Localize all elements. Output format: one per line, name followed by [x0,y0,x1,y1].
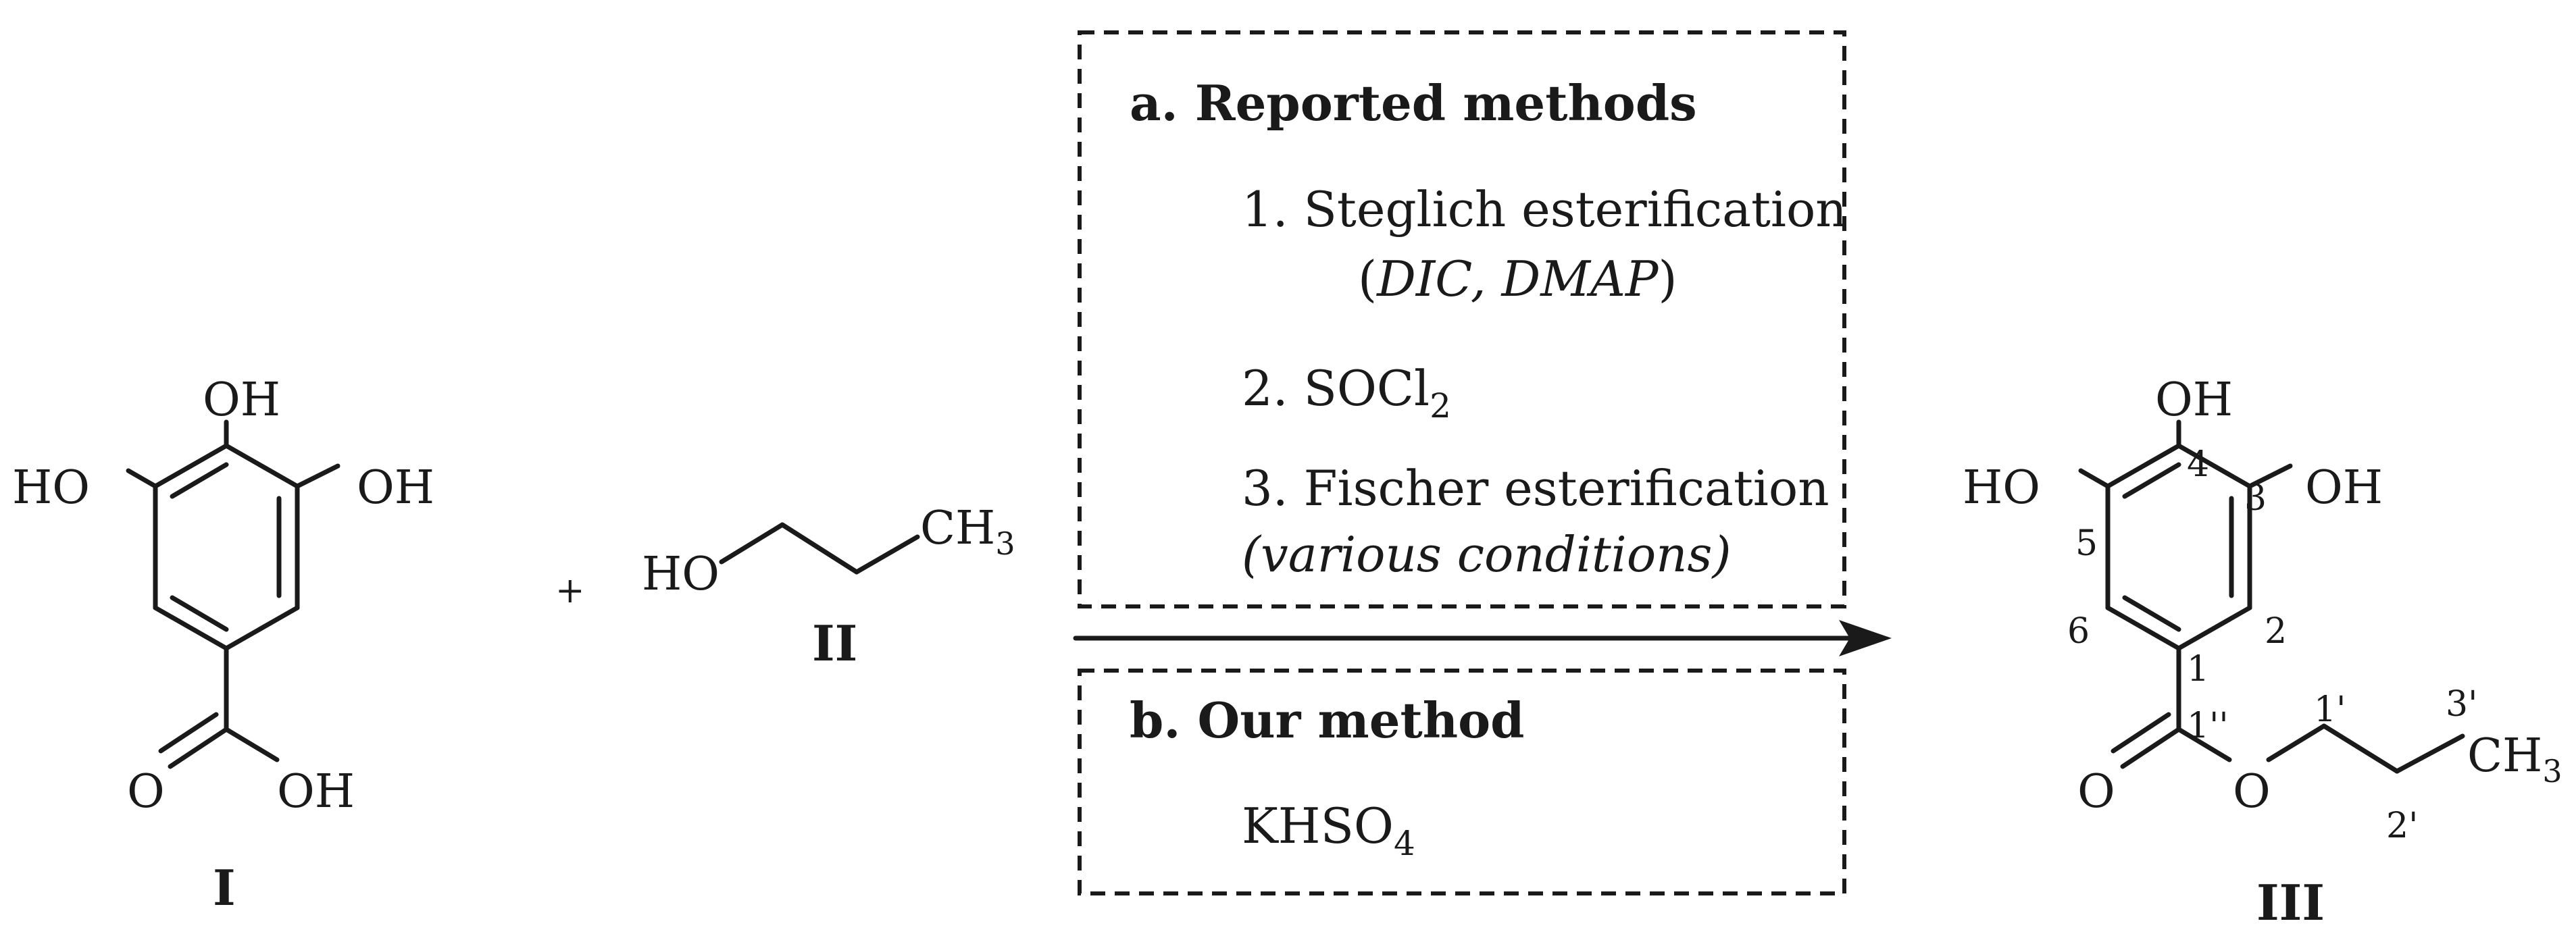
ring-bond [2176,605,2252,651]
compound-i: OH HO OH O OH I [12,373,434,916]
compound-iii: OH HO OH O O CH3 4 3 5 6 2 1 1'' 1' 2' 3… [1963,373,2562,931]
label-ester-o: O [2233,765,2271,818]
label-ch3: CH3 [920,502,1015,562]
bond-c1p-c2p [2321,723,2400,774]
label-ho-left: HO [1963,461,2040,515]
atom-number-1: 1 [2187,649,2209,690]
atom-number-4: 4 [2187,444,2209,485]
bond-c-oh [224,727,280,762]
bond-c-o-double-2 [2111,712,2171,754]
ring-bond [153,443,229,489]
bond-oh-right [2247,463,2293,489]
khso-subscript: 4 [1394,824,1415,863]
double-bond-inner [2122,462,2181,499]
ch-text: CH [920,502,995,555]
compound-ii-label: II [812,615,857,672]
atom-number-6: 6 [2067,611,2090,652]
method-3-line-1: 3. Fischer esterification [1242,460,1829,517]
bond-ho-left [126,468,158,489]
label-oh-top: OH [2155,373,2233,427]
ch-subscript: 3 [2542,753,2562,789]
m2-subscript: 2 [1430,386,1451,425]
double-bond-inner [170,462,229,499]
bond-o-c1p [2266,723,2327,762]
method-1-line-1: 1. Steglich esterification [1242,181,1847,238]
atom-number-3p: 3' [2446,684,2477,725]
our-method-reagent: KHSO4 [1242,798,1415,863]
bond-c2p-c3p [2394,733,2465,774]
our-method-box [1078,669,1846,895]
m2-main: 2. SOCl [1242,360,1430,417]
ch-subscript: 3 [995,525,1015,562]
atom-number-5: 5 [2075,523,2098,564]
label-oh-top: OH [203,373,280,427]
m1-open-paren: ( [1358,251,1377,307]
m1-close-paren: ) [1658,251,1677,307]
ch-text: CH [2467,729,2542,783]
label-oh-right: OH [2305,461,2383,515]
reported-methods-title: a. Reported methods [1130,74,1697,132]
bond-c1-c2 [780,522,859,575]
bond-oh-right [295,463,340,489]
label-carbonyl-o: O [127,765,165,818]
plus-sign: + [555,571,585,611]
method-2: 2. SOCl2 [1242,360,1451,425]
method-3-line-2: (various conditions) [1242,526,1732,583]
double-bond-inner [2122,595,2181,632]
ring-bond [2105,443,2181,489]
bond-c-o-double-1 [2120,727,2181,769]
label-oh-right: OH [357,461,434,515]
atom-number-2p: 2' [2386,806,2418,846]
ring-bond [2176,443,2252,489]
atom-number-1pp: 1'' [2187,706,2229,746]
label-carbonyl-o: O [2077,765,2115,818]
ring-bond [224,443,300,489]
method-1-line-2: (DIC, DMAP) [1358,251,1677,307]
atom-number-3: 3 [2244,478,2267,519]
ring-bond [224,605,300,651]
bond-c2-c3 [854,534,920,575]
label-acid-oh: OH [277,765,355,818]
m1-reagents: DIC, DMAP [1375,251,1659,307]
label-ho-left: HO [12,461,90,515]
atom-number-2: 2 [2265,611,2287,652]
khso-main: KHSO [1242,798,1394,854]
ring-bond [153,605,229,651]
reaction-arrow-head [1839,620,1892,656]
bond-ho-left [2078,468,2111,489]
bond-c-o-double-1 [168,727,229,769]
reported-methods-box [1078,30,1846,608]
bond-c-o-ester [2176,727,2232,762]
bond-c-o-double-2 [158,712,219,754]
compound-ii: HO CH3 II [642,502,1015,672]
label-ch3: CH3 [2467,729,2562,789]
ring-bond [2105,605,2181,651]
label-ho: HO [642,548,719,601]
bond-o-c1 [719,522,785,565]
our-method-title: b. Our method [1130,692,1525,749]
compound-iii-label: III [2256,874,2325,931]
compound-i-label: I [213,859,236,916]
double-bond-inner [170,595,229,632]
atom-number-1p: 1' [2314,690,2346,730]
